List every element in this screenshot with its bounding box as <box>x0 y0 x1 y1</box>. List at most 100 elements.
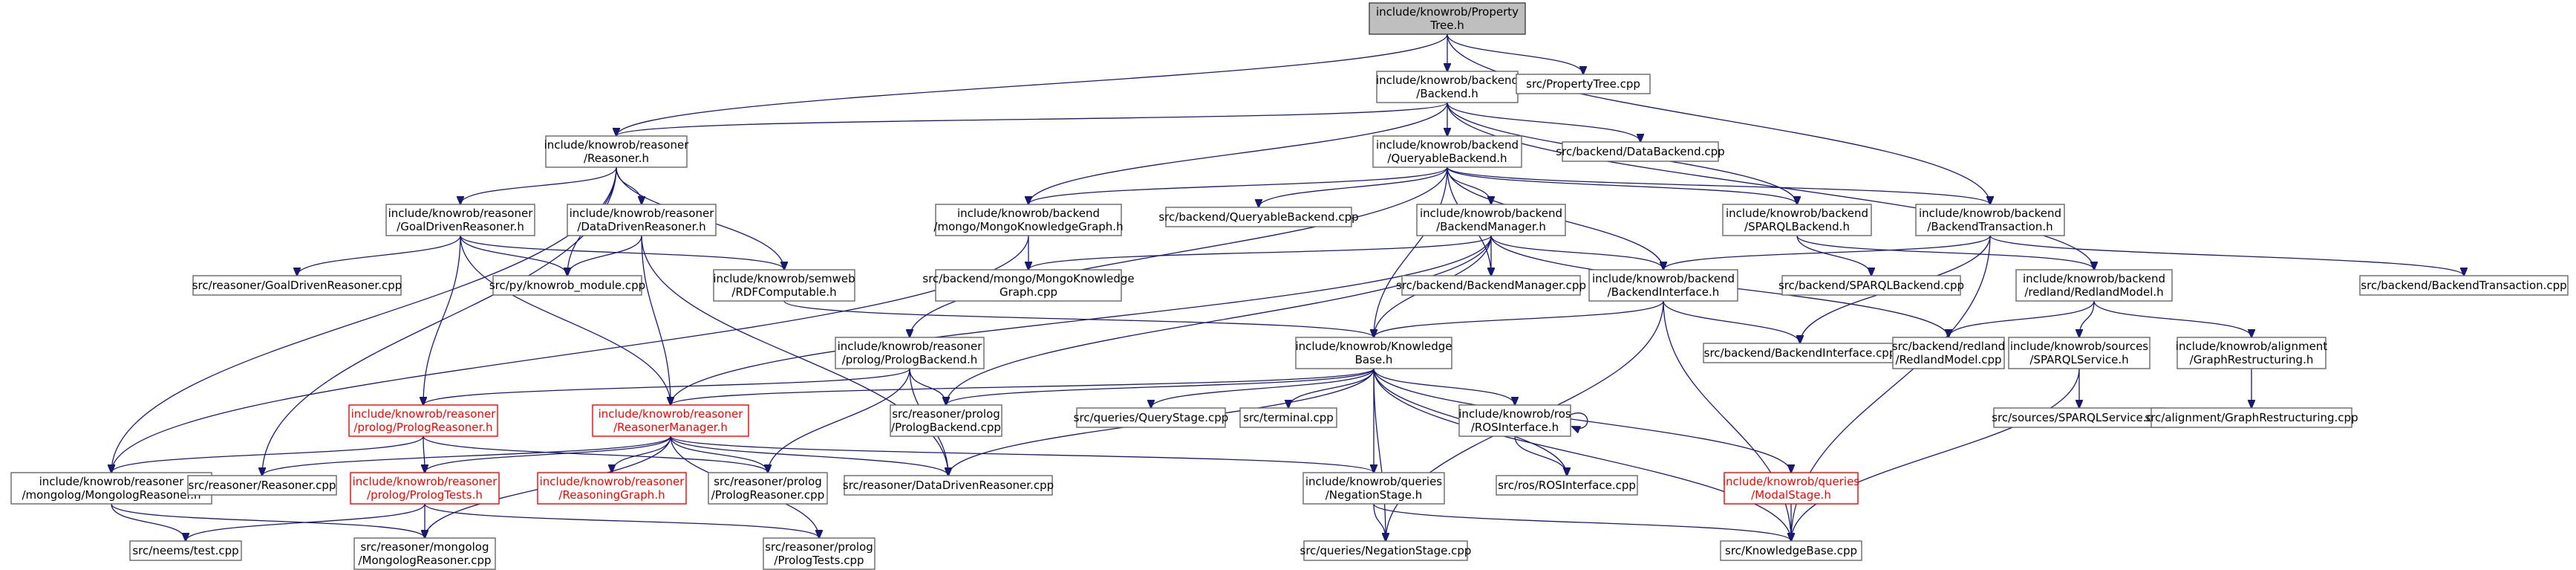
node-kb-h[interactable]: include/knowrob/KnowledgeBase.h <box>1295 337 1452 369</box>
node-box <box>1303 540 1468 561</box>
node-reasoner-h[interactable]: include/knowrob/reasoner/Reasoner.h <box>544 135 690 168</box>
node-negationstage-cpp[interactable]: src/queries/NegationStage.cpp <box>1300 540 1472 561</box>
node-label: src/reasoner/DataDrivenReasoner.cpp <box>843 479 1054 492</box>
node-box <box>763 537 875 570</box>
node-box <box>935 269 1122 302</box>
node-box <box>129 540 242 561</box>
node-box <box>592 404 749 437</box>
node-label: /RDFComputable.h <box>731 285 836 299</box>
node-proptree-cpp[interactable]: src/PropertyTree.cpp <box>1516 74 1651 94</box>
node-reasoner-cpp[interactable]: src/reasoner/Reasoner.cpp <box>187 475 337 496</box>
node-rosif-h[interactable]: include/knowrob/ros/ROSInterface.h <box>1458 404 1571 437</box>
node-sparqlbackend-h[interactable]: include/knowrob/backend/SPARQLBackend.h <box>1722 204 1872 236</box>
node-queryable-h[interactable]: include/knowrob/backend/QueryableBackend… <box>1372 135 1522 168</box>
node-kb-cpp[interactable]: src/KnowledgeBase.cpp <box>1720 540 1862 561</box>
dependency-edge <box>1373 368 1515 405</box>
node-label: src/reasoner/Reasoner.cpp <box>189 479 336 492</box>
node-datadriven-cpp[interactable]: src/reasoner/DataDrivenReasoner.cpp <box>843 475 1054 496</box>
node-goaldriven-cpp[interactable]: src/reasoner/GoalDrivenReasoner.cpp <box>192 275 402 296</box>
dependency-edge <box>567 235 642 276</box>
node-label: /mongo/MongoKnowledgeGraph.h <box>933 220 1123 233</box>
node-backendmgr-h[interactable]: include/knowrob/backend/BackendManager.h <box>1416 204 1566 236</box>
node-box <box>713 269 855 302</box>
node-reasoninggraph-h[interactable]: include/knowrob/reasoner/ReasoningGraph.… <box>537 472 687 505</box>
dependency-edge <box>1028 235 1492 270</box>
node-backendtx-cpp[interactable]: src/backend/BackendTransaction.cpp <box>2359 275 2569 296</box>
node-prologtests-cpp[interactable]: src/reasoner/prolog/PrologTests.cpp <box>763 537 875 570</box>
node-label: /ReasoningGraph.h <box>558 488 665 502</box>
dependency-edge <box>1447 166 1990 204</box>
node-prologbackend-cpp[interactable]: src/reasoner/prolog/PrologBackend.cpp <box>890 404 1002 437</box>
node-mongokg-h[interactable]: include/knowrob/backend/mongo/MongoKnowl… <box>933 204 1124 236</box>
node-mongologreasoner-h[interactable]: include/knowrob/reasoner/mongolog/Mongol… <box>10 472 212 505</box>
node-prologtests-h[interactable]: include/knowrob/reasoner/prolog/PrologTe… <box>350 472 500 505</box>
node-label: include/knowrob/reasoner <box>39 475 185 488</box>
node-negationstage-h[interactable]: include/knowrob/queries/NegationStage.h <box>1302 472 1445 505</box>
node-label: src/reasoner/mongolog <box>360 540 489 554</box>
node-box <box>1376 71 1519 103</box>
node-box <box>1516 74 1651 94</box>
dependency-edge <box>425 435 671 473</box>
node-rosif-cpp[interactable]: src/ros/ROSInterface.cpp <box>1496 475 1638 496</box>
node-redlandmodel-cpp[interactable]: src/backend/redland/RedlandModel.cpp <box>1892 337 2005 369</box>
dependency-edge <box>1373 368 1791 473</box>
node-redlandmodel-h[interactable]: include/knowrob/backend/redland/RedlandM… <box>2015 269 2173 302</box>
node-graphrestr-h[interactable]: include/knowrob/alignment/GraphRestructu… <box>2176 337 2328 369</box>
node-mongologreasoner-cpp[interactable]: src/reasoner/mongolog/MongologReasoner.c… <box>353 537 496 570</box>
node-root[interactable]: include/knowrob/PropertyTree.h <box>1369 2 1526 35</box>
node-backend-h[interactable]: include/knowrob/backend/Backend.h <box>1376 71 1519 103</box>
node-querystage-cpp[interactable]: src/queries/QueryStage.cpp <box>1074 407 1229 428</box>
node-prologreasoner-h[interactable]: include/knowrob/reasoner/prolog/PrologRe… <box>348 404 498 437</box>
dependency-edge <box>616 166 642 204</box>
node-knowrob-module-cpp[interactable]: src/py/knowrob_module.cpp <box>489 275 645 296</box>
node-goaldriven-h[interactable]: include/knowrob/reasoner/GoalDrivenReaso… <box>385 204 535 236</box>
dependency-edge <box>262 435 671 476</box>
node-backendif-cpp[interactable]: src/backend/BackendInterface.cpp <box>1703 343 1897 363</box>
node-label: /Backend.h <box>1416 87 1478 100</box>
dependency-edge <box>909 368 946 405</box>
dependency-edge <box>423 435 768 473</box>
node-label: src/py/knowrob_module.cpp <box>489 279 645 293</box>
dependency-edge <box>1447 102 1640 142</box>
node-label: include/knowrob/backend <box>1376 74 1519 87</box>
dependency-edge <box>612 435 671 473</box>
node-label: /ReasonerManager.h <box>613 421 728 434</box>
node-box <box>1588 269 1738 302</box>
node-prologbackend-h[interactable]: include/knowrob/reasoner/prolog/PrologBa… <box>835 337 985 369</box>
node-label: include/knowrob/Property <box>1376 5 1519 19</box>
dependency-edge <box>460 235 784 270</box>
node-label: src/queries/QueryStage.cpp <box>1074 411 1229 424</box>
node-neems-test-cpp[interactable]: src/neems/test.cpp <box>129 540 242 561</box>
dependency-edge <box>783 300 1374 337</box>
dependency-edge <box>2079 300 2095 337</box>
node-databackend-cpp[interactable]: src/backend/DataBackend.cpp <box>1556 141 1725 162</box>
node-label: include/knowrob/reasoner <box>544 138 690 152</box>
node-rdfcomputable-h[interactable]: include/knowrob/semweb/RDFComputable.h <box>713 269 855 302</box>
node-prologreasoner-cpp[interactable]: src/reasoner/prolog/PrologReasoner.cpp <box>708 472 828 505</box>
node-terminal-cpp[interactable]: src/terminal.cpp <box>1239 407 1337 428</box>
node-box <box>1076 407 1226 428</box>
node-sparqlbackend-cpp[interactable]: src/backend/SPARQLBackend.cpp <box>1778 275 1964 296</box>
node-queryable-cpp[interactable]: src/backend/QueryableBackend.cpp <box>1158 207 1359 227</box>
node-backendmgr-cpp[interactable]: src/backend/BackendManager.cpp <box>1396 275 1586 296</box>
node-label: include/knowrob/reasoner <box>570 207 715 220</box>
node-sparqlservice-h[interactable]: include/knowrob/sources/SPARQLService.h <box>2008 337 2151 369</box>
node-label: /RedlandModel.cpp <box>1895 353 2001 366</box>
node-modalstage-h[interactable]: include/knowrob/queries/ModalStage.h <box>1723 472 1859 505</box>
node-box <box>835 337 985 369</box>
node-sparqlservice-cpp[interactable]: src/sources/SPARQLService.cpp <box>1992 407 2167 428</box>
node-backendtx-h[interactable]: include/knowrob/backend/BackendTransacti… <box>1915 204 2065 236</box>
node-datadriven-h[interactable]: include/knowrob/reasoner/DataDrivenReaso… <box>567 204 717 236</box>
node-reasonermgr-h[interactable]: include/knowrob/reasoner/ReasonerManager… <box>592 404 749 437</box>
node-label: /redland/RedlandModel.h <box>2024 285 2163 299</box>
dependency-edge <box>1373 503 1386 541</box>
node-box <box>2015 269 2173 302</box>
node-label: /BackendManager.h <box>1436 220 1546 233</box>
node-graphrestr-cpp[interactable]: src/alignment/GraphRestructuring.cpp <box>2145 407 2358 428</box>
node-label: include/knowrob/reasoner <box>388 207 534 220</box>
dependency-edge <box>1447 33 1990 204</box>
node-backendif-h[interactable]: include/knowrob/backend/BackendInterface… <box>1588 269 1738 302</box>
dependency-edge <box>671 235 1492 405</box>
node-label: src/backend/BackendTransaction.cpp <box>2361 279 2566 292</box>
node-mongokg-cpp[interactable]: src/backend/mongo/MongoKnowledgeGraph.cp… <box>922 269 1135 302</box>
